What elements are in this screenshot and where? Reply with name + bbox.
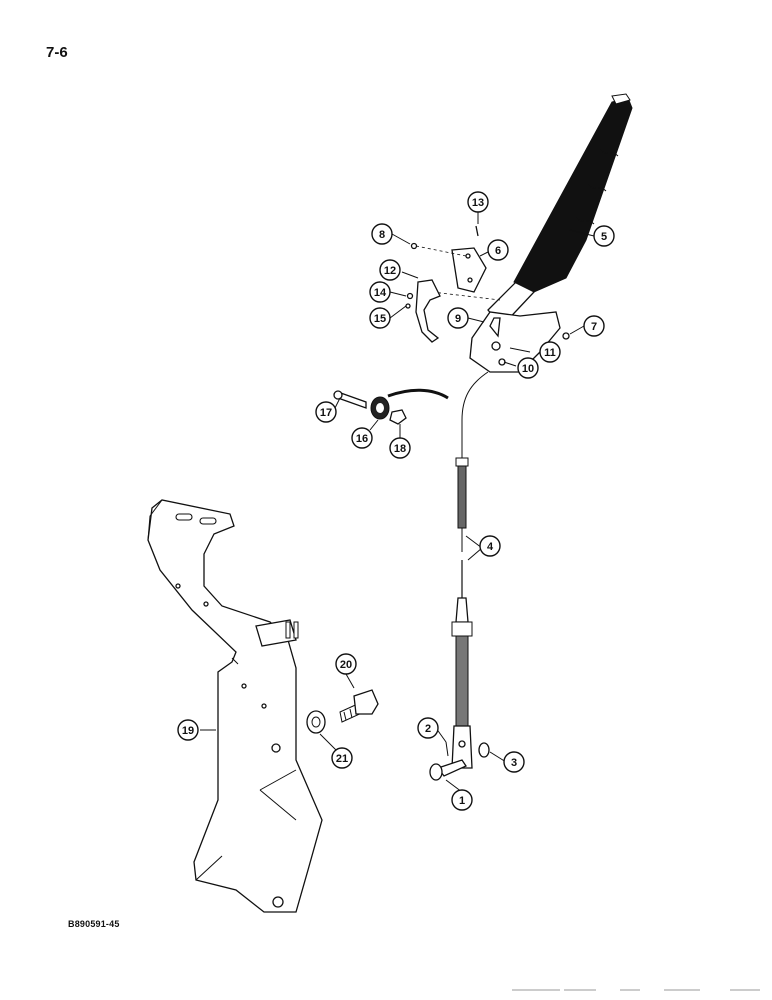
svg-text:7: 7	[591, 321, 597, 333]
callout-2: 2	[417, 717, 439, 739]
svg-text:18: 18	[394, 443, 406, 455]
callout-14: 14	[369, 281, 391, 303]
svg-text:20: 20	[340, 659, 352, 671]
svg-text:12: 12	[384, 265, 396, 277]
callout-4: 4	[479, 535, 501, 557]
callout-12: 12	[379, 259, 401, 281]
callout-16: 16	[351, 427, 373, 449]
callout-20: 20	[335, 653, 357, 675]
callout-5: 5	[593, 225, 615, 247]
callout-11: 11	[539, 341, 561, 363]
svg-text:5: 5	[601, 231, 607, 243]
svg-text:16: 16	[356, 433, 368, 445]
svg-text:9: 9	[455, 313, 461, 325]
svg-text:21: 21	[336, 753, 348, 765]
svg-text:6: 6	[495, 245, 501, 257]
svg-text:2: 2	[425, 723, 431, 735]
callout-3: 3	[503, 751, 525, 773]
svg-text:11: 11	[544, 347, 556, 359]
callout-18: 18	[389, 437, 411, 459]
mounting-bracket	[147, 499, 323, 913]
callout-19: 19	[177, 719, 199, 741]
svg-text:1: 1	[459, 795, 465, 807]
latch-plate	[410, 225, 501, 301]
brake-cable	[387, 371, 489, 769]
callout-6: 6	[487, 239, 509, 261]
brake-lever	[487, 93, 633, 327]
callout-10: 10	[517, 357, 539, 379]
svg-text:13: 13	[472, 197, 484, 209]
svg-text:15: 15	[374, 313, 386, 325]
callout-13: 13	[467, 191, 489, 213]
callout-7: 7	[583, 315, 605, 337]
svg-text:4: 4	[487, 541, 494, 553]
pawl-spring	[405, 279, 441, 343]
svg-text:3: 3	[511, 757, 517, 769]
callout-8: 8	[371, 223, 393, 245]
callout-1: 1	[451, 789, 473, 811]
callout-17: 17	[315, 401, 337, 423]
clevis-hardware	[429, 741, 490, 781]
bolt-spacer-nut	[333, 390, 407, 425]
svg-text:10: 10	[522, 363, 534, 375]
callout-21: 21	[331, 747, 353, 769]
callout-9: 9	[447, 307, 469, 329]
svg-text:8: 8	[379, 229, 385, 241]
page-number: 7-6	[46, 44, 68, 61]
figure-code: B890591-45	[68, 919, 120, 929]
bolt-and-washer	[306, 689, 379, 734]
svg-text:14: 14	[374, 287, 387, 299]
svg-text:19: 19	[182, 725, 194, 737]
callout-15: 15	[369, 307, 391, 329]
lever-bracket	[469, 311, 570, 373]
svg-text:17: 17	[320, 407, 332, 419]
